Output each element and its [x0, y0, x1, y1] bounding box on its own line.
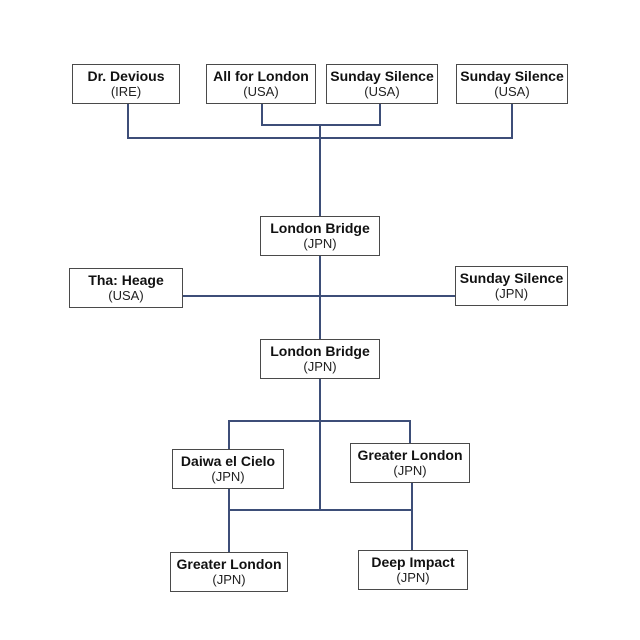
- node-origin: (USA): [364, 83, 400, 99]
- pedigree-node-sunday-silence-usa-2: Sunday Silence (USA): [456, 64, 568, 104]
- pedigree-node-dr-devious: Dr. Devious (IRE): [72, 64, 180, 104]
- node-name: London Bridge: [270, 343, 370, 360]
- node-name: Greater London: [357, 447, 463, 464]
- node-name: All for London: [213, 68, 309, 85]
- node-origin: (JPN): [494, 285, 529, 301]
- node-name: Sunday Silence: [459, 270, 564, 287]
- pedigree-node-all-for-london: All for London (USA): [206, 64, 316, 104]
- node-name: Tha: Heage: [88, 272, 164, 289]
- node-origin: (JPN): [393, 462, 427, 478]
- pedigree-node-sunday-silence-usa-1: Sunday Silence (USA): [326, 64, 438, 104]
- pedigree-node-daiwa-el-cielo: Daiwa el Cielo (JPN): [172, 449, 284, 489]
- pedigree-node-greater-london-1: Greater London (JPN): [350, 443, 470, 483]
- node-name: Greater London: [176, 556, 282, 573]
- connector-middle-branch: [228, 420, 411, 450]
- pedigree-node-tha-heage: Tha: Heage (USA): [69, 268, 183, 308]
- node-origin: (JPN): [211, 468, 245, 484]
- pedigree-node-greater-london-2: Greater London (JPN): [170, 552, 288, 592]
- node-origin: (USA): [243, 83, 279, 99]
- node-origin: (USA): [494, 83, 530, 99]
- node-origin: (JPN): [212, 571, 246, 587]
- node-name: London Bridge: [270, 220, 370, 237]
- pedigree-node-london-bridge-1: London Bridge (JPN): [260, 216, 380, 256]
- pedigree-node-deep-impact: Deep Impact (JPN): [358, 550, 468, 590]
- node-name: Deep Impact: [371, 554, 455, 571]
- node-origin: (IRE): [110, 83, 142, 99]
- pedigree-node-london-bridge-2: London Bridge (JPN): [260, 339, 380, 379]
- connector-bottom-bus: [228, 482, 413, 553]
- node-name: Daiwa el Cielo: [180, 453, 276, 470]
- pedigree-node-sunday-silence-jpn: Sunday Silence (JPN): [455, 266, 568, 306]
- node-origin: (USA): [108, 287, 144, 303]
- connector-top-middle-pair: [261, 103, 381, 126]
- node-origin: (JPN): [303, 358, 337, 374]
- node-name: Dr. Devious: [87, 68, 165, 85]
- node-origin: (JPN): [396, 569, 430, 585]
- node-name: Sunday Silence: [460, 68, 564, 85]
- node-origin: (JPN): [303, 235, 337, 251]
- node-name: Sunday Silence: [330, 68, 434, 85]
